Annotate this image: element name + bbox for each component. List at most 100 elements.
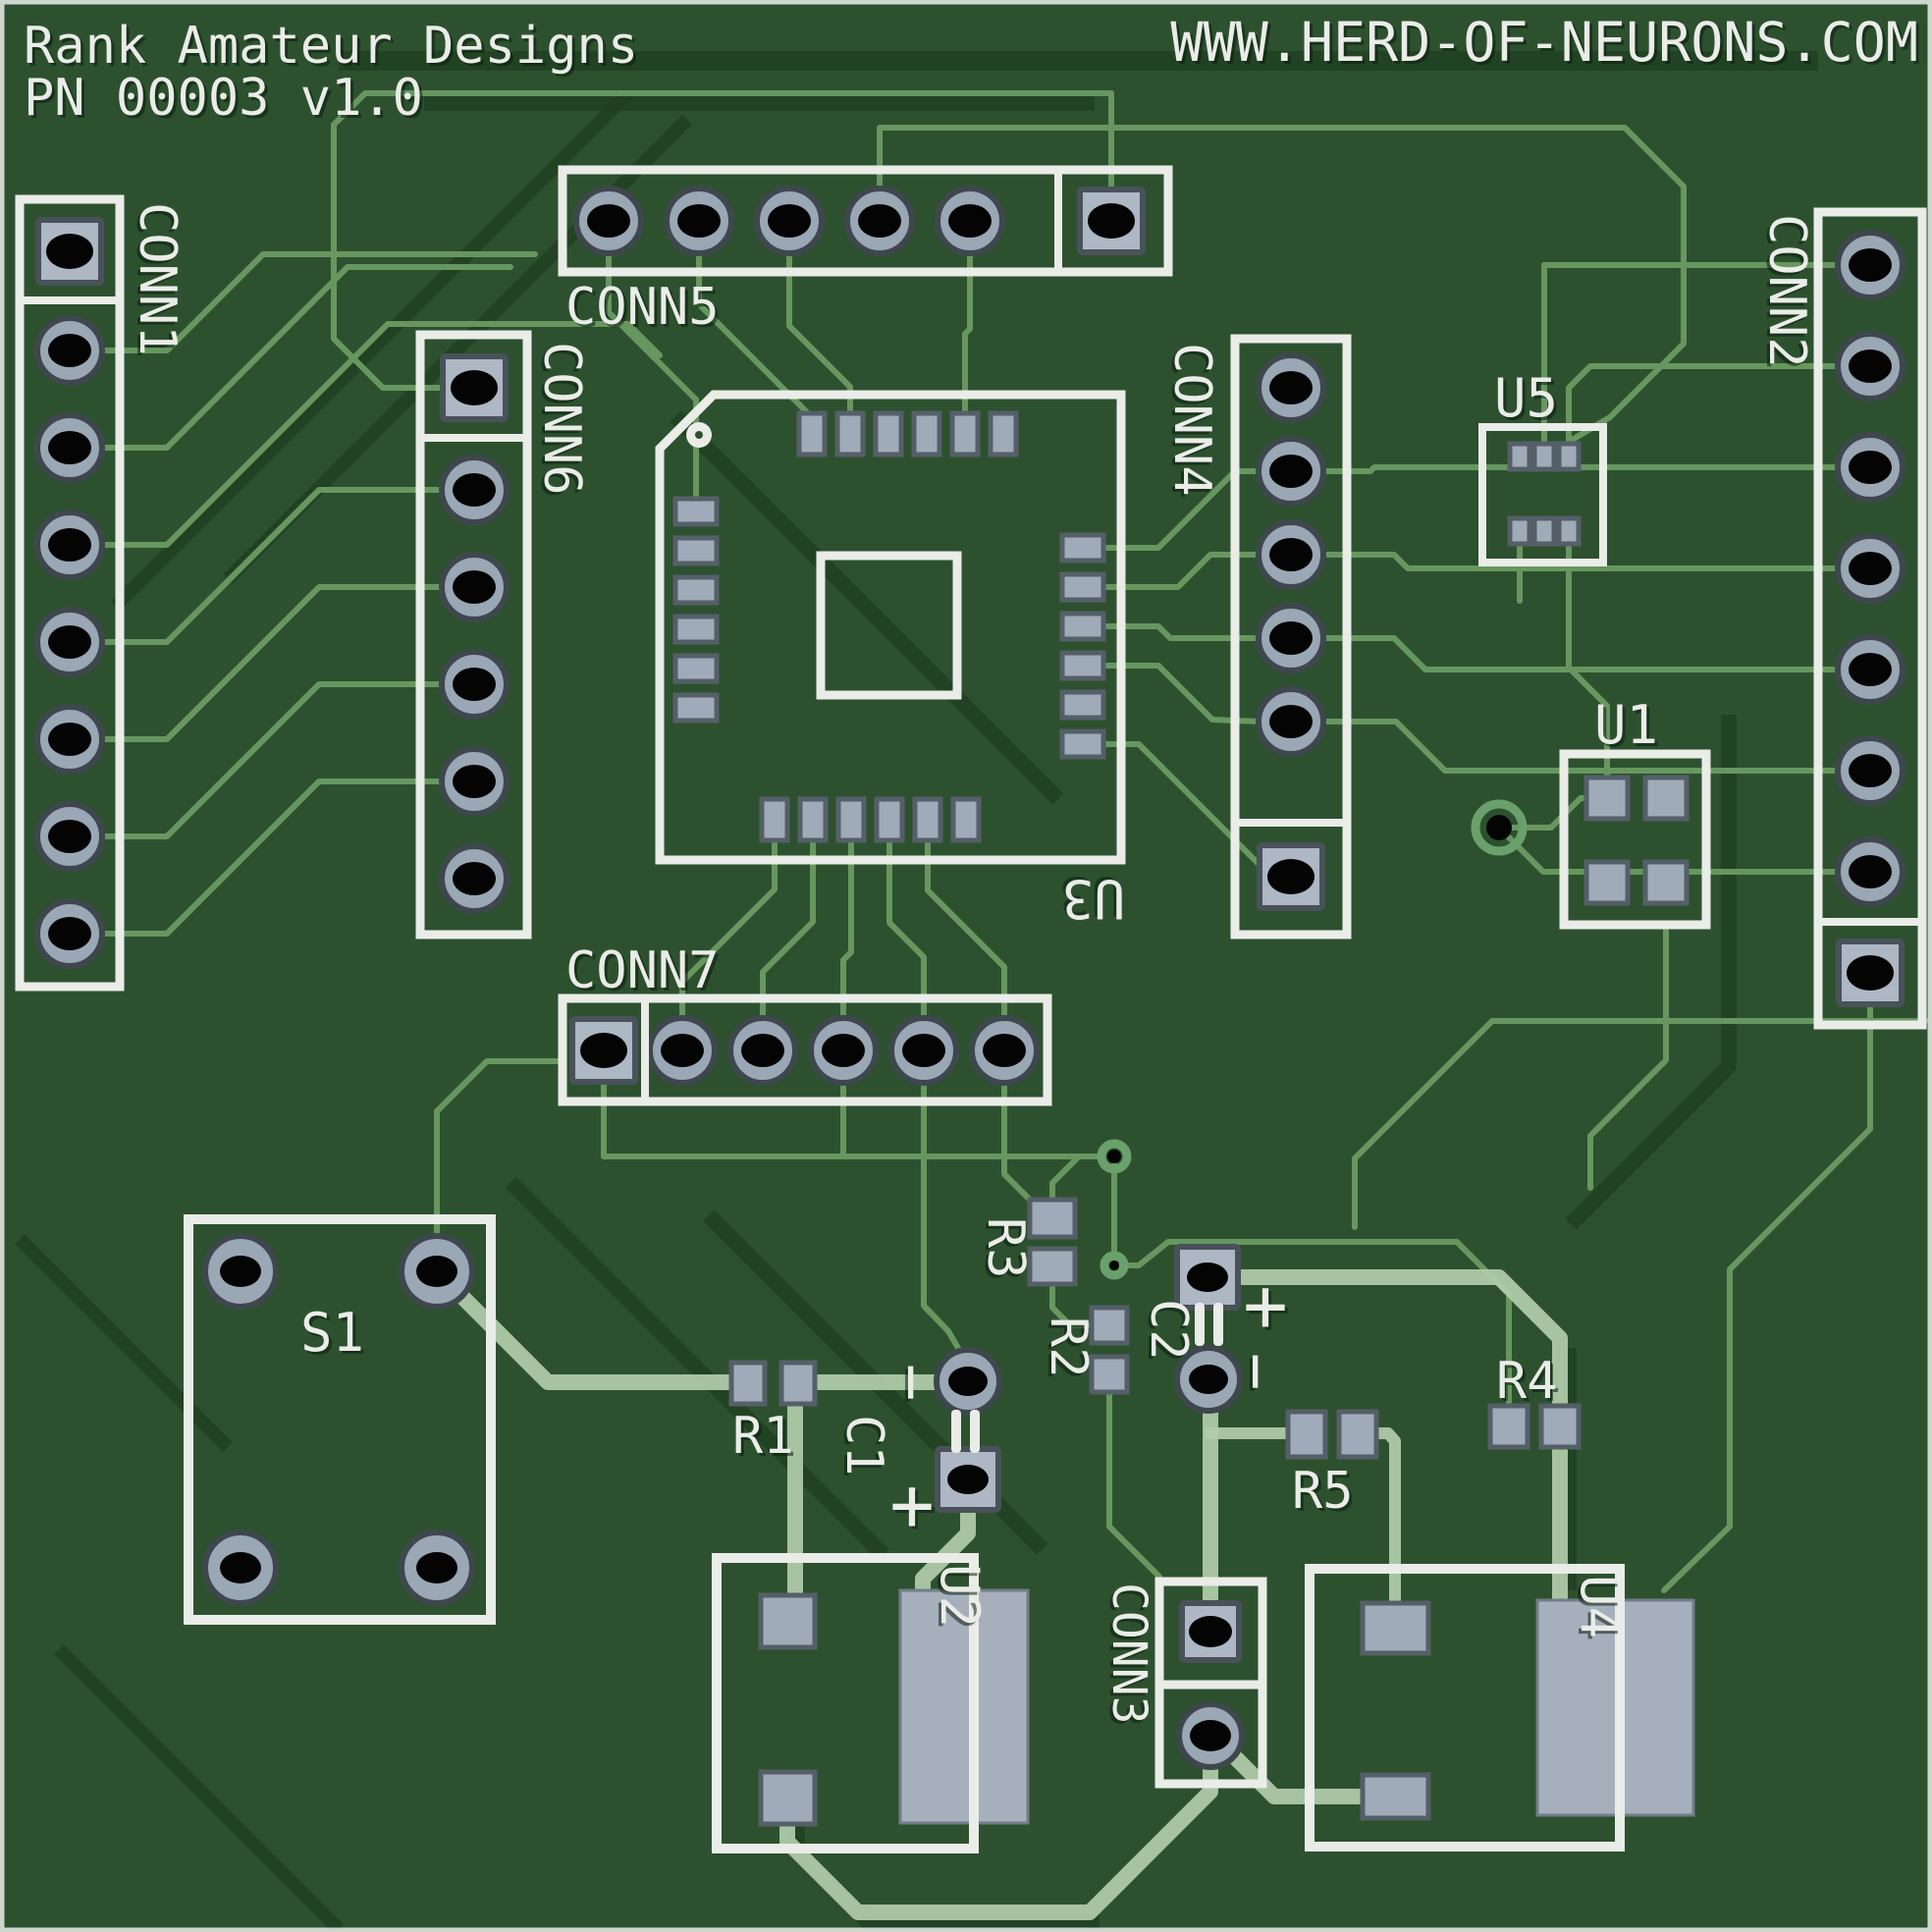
u3-pad xyxy=(874,796,905,843)
u3-pad xyxy=(796,410,828,457)
copper-trace xyxy=(434,1058,565,1267)
conn4-pad-hole xyxy=(1269,621,1313,655)
via-hole xyxy=(1107,1150,1121,1163)
u2-outline xyxy=(712,1553,979,1853)
silkscreen-label-conn1: CONN1 xyxy=(128,202,187,356)
copper-trace xyxy=(1106,1389,1162,1580)
u3-pad xyxy=(672,496,720,527)
conn7-pad-hole xyxy=(983,1034,1026,1067)
copper-trace xyxy=(1566,541,1610,780)
conn6-pad-hole xyxy=(453,570,496,604)
conn7-outline xyxy=(558,993,1052,1106)
r2-pad xyxy=(1089,1354,1130,1395)
silkscreen-label-u3: U3 xyxy=(1061,868,1125,930)
u5-outline xyxy=(1478,423,1607,566)
r5-pad xyxy=(1336,1409,1379,1460)
conn2-pad-hole xyxy=(1849,552,1892,585)
u5-pad xyxy=(1507,441,1532,472)
u3-pin1-marker-hole xyxy=(695,431,703,439)
s1-pad-hole xyxy=(416,1552,457,1583)
conn6-outline xyxy=(415,330,532,939)
silkscreen-label-r2: R2 xyxy=(1039,1316,1098,1378)
silkscreen-label-conn6: CONN6 xyxy=(532,342,591,496)
u3-pad xyxy=(1059,532,1106,564)
conn2-pad-hole xyxy=(1849,248,1892,282)
conn1-pad-hole xyxy=(48,431,91,464)
c2-plate-mark xyxy=(1213,1303,1223,1346)
board-part-number: PN 00003 v1.0 xyxy=(24,69,423,128)
conn7-pad-hole xyxy=(741,1034,784,1067)
copper-trace xyxy=(1320,635,1841,672)
silkscreen-label-conn4: CONN4 xyxy=(1162,343,1221,497)
silkscreen-label-conn3: CONN3 xyxy=(1101,1583,1156,1725)
u5-pad xyxy=(1531,515,1557,547)
conn7-pin1-pad-hole xyxy=(580,1033,627,1068)
copper-shadow-trace xyxy=(1565,715,1737,1230)
silkscreen-label-u5: U5 xyxy=(1494,367,1558,429)
u3-pad xyxy=(672,653,720,684)
copper-trace xyxy=(331,90,1114,391)
copper-trace xyxy=(99,251,538,353)
c2-negative-pad-hole xyxy=(1189,1365,1228,1394)
u2-pad xyxy=(758,1769,818,1827)
c1-plate-mark xyxy=(970,1410,980,1453)
pad-layer xyxy=(34,186,1905,1827)
conn1-outline xyxy=(15,194,125,992)
u3-pad xyxy=(759,796,790,843)
conn5-outline xyxy=(558,165,1173,277)
copper-trace xyxy=(1320,552,1841,571)
u3-pad xyxy=(912,796,943,843)
s1-pad-hole xyxy=(416,1256,457,1287)
silkscreen-label-u1: U1 xyxy=(1594,694,1658,756)
copper-trace xyxy=(1587,922,1669,1191)
silkscreen-label-r3: R3 xyxy=(976,1217,1035,1279)
r5-pad xyxy=(1285,1409,1328,1460)
conn1-pad-hole xyxy=(48,917,91,950)
c2-positive-pad-hole xyxy=(1187,1262,1228,1292)
via-hole xyxy=(1486,815,1512,840)
u3-pad xyxy=(672,535,720,566)
u3-pad xyxy=(672,574,720,606)
silkscreen-label-conn7: CONN7 xyxy=(565,941,720,1000)
copper-trace xyxy=(99,681,445,839)
conn6-pin1-pad-hole xyxy=(451,370,498,405)
conn6-pad-hole xyxy=(453,765,496,798)
highlighted-copper-trace xyxy=(1231,1269,1568,1606)
copper-trace xyxy=(99,264,513,451)
conn5-pad-hole xyxy=(858,204,901,238)
copper-trace xyxy=(886,839,927,1022)
copper-trace xyxy=(1117,1239,1512,1409)
copper-shadow-trace xyxy=(54,1644,344,1932)
conn2-pin8-pad-hole xyxy=(1847,955,1894,991)
conn1-pad-hole xyxy=(48,625,91,659)
silkscreen-label-c1: C1 xyxy=(834,1415,893,1476)
copper-trace xyxy=(601,1079,1104,1159)
conn6-pad-hole xyxy=(453,668,496,701)
conn4-pad-hole xyxy=(1269,371,1313,404)
conn2-pad-hole xyxy=(1849,653,1892,686)
u5-pad xyxy=(1507,515,1532,547)
c1-minus-mark: − xyxy=(876,1364,948,1402)
conn5-pad-hole xyxy=(587,204,630,238)
board-website: WWW.HERD-OF-NEURONS.COM xyxy=(1170,11,1918,74)
conn2-pad-hole xyxy=(1849,349,1892,383)
c1-plate-mark xyxy=(951,1410,961,1453)
via-ring xyxy=(1097,1139,1132,1174)
conn1-pad-hole xyxy=(48,334,91,367)
via-hole xyxy=(1109,1261,1119,1270)
r2-pad xyxy=(1089,1305,1130,1346)
copper-trace xyxy=(1100,468,1263,551)
r4-pad xyxy=(1487,1403,1530,1450)
conn3-pin1-pad-hole xyxy=(1189,1616,1232,1647)
conn5-pad-hole xyxy=(768,204,811,238)
conn1-pad-hole xyxy=(48,820,91,853)
silkscreen-layer xyxy=(15,165,1927,1853)
c1-plus-mark: + xyxy=(889,1461,935,1548)
conn4-outline xyxy=(1230,334,1352,939)
conn1-pad-hole xyxy=(48,528,91,562)
conn2-pad-hole xyxy=(1849,754,1892,787)
r1-pad xyxy=(778,1360,818,1407)
